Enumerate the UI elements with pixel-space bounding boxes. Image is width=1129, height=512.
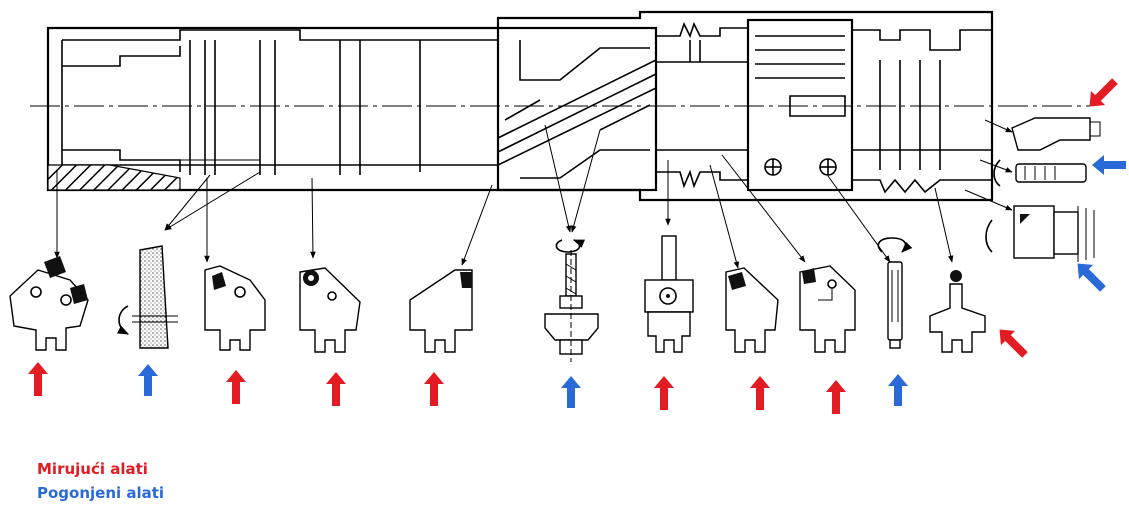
driven-arrow-icon: [1092, 155, 1126, 175]
driven-arrow-icon: [1077, 263, 1106, 292]
tool-holder-icon: [204, 265, 266, 351]
driven-drill-icon: [544, 239, 599, 362]
angle-head-icon: [985, 205, 1095, 262]
turning-holder-icon: [1011, 117, 1101, 151]
leader-lines: [54, 119, 1013, 269]
stationary-arrow-icon: [750, 376, 770, 410]
legend: Mirujući alati Pogonjeni alati: [37, 457, 164, 505]
driven-arrow-icon: [888, 374, 908, 406]
double-insert-holder-icon: [9, 256, 89, 351]
spindle-assembly: [30, 10, 1090, 202]
stationary-arrow-icon: [1089, 78, 1118, 107]
driven-arrow-icon: [138, 364, 158, 396]
right-tools: [985, 117, 1101, 262]
bolt-icon: [819, 158, 837, 176]
driven-arrow-icon: [561, 376, 581, 408]
stationary-arrow-icon: [826, 380, 846, 414]
stationary-arrow-icon: [999, 329, 1028, 358]
stationary-arrow-icon: [326, 372, 346, 406]
grinding-wheel-icon: [116, 245, 178, 349]
indicator-arrows: [28, 78, 1126, 414]
legend-driven-label: Pogonjeni alati: [37, 484, 165, 502]
stationary-arrow-icon: [654, 376, 674, 410]
stationary-arrow-icon: [226, 370, 246, 404]
stationary-arrow-icon: [28, 362, 48, 396]
tool-holder-icon: [409, 269, 473, 353]
stationary-arrow-icon: [424, 372, 444, 406]
drill-holder-icon: [993, 159, 1087, 187]
boring-holder-icon: [644, 235, 694, 353]
bolt-icon: [764, 158, 782, 176]
tool-holder-icon: [799, 265, 856, 353]
legend-stationary-label: Mirujući alati: [37, 460, 148, 478]
round-insert-holder-icon: [299, 267, 361, 353]
tool-holder-icon: [725, 267, 779, 353]
tool-holder-icon: [929, 270, 986, 353]
tool-holders: [9, 235, 986, 362]
driven-mill-icon: [877, 237, 913, 349]
